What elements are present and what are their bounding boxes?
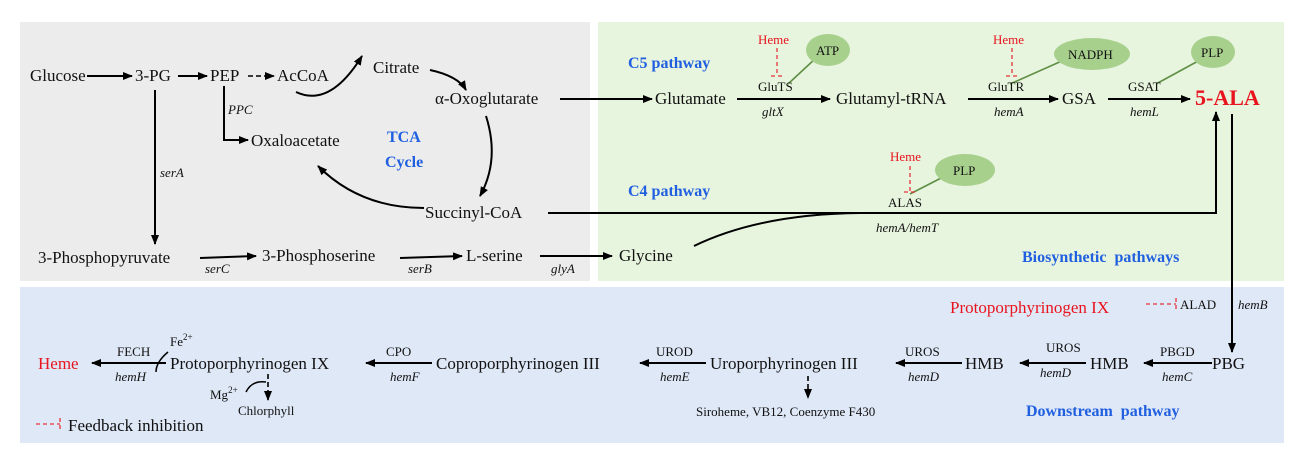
gsat-enzyme: GSAT <box>1128 79 1161 94</box>
c5-labels: C5 pathway Glutamate GluTS gltX Heme ATP… <box>628 32 1260 119</box>
nadph-cofactor <box>1054 38 1130 70</box>
cycle-label: Cycle <box>385 154 423 171</box>
siroheme-products: Siroheme, VB12, Coenzyme F430 <box>696 404 875 419</box>
3-phosphoserine: 3-Phosphoserine <box>262 246 375 265</box>
serb-gene: serB <box>408 261 432 276</box>
c5-pathway-label: C5 pathway <box>628 55 710 72</box>
hemh-gene: hemH <box>115 369 147 384</box>
glutamate: Glutamate <box>655 89 726 108</box>
pbg: PBG <box>1212 354 1245 373</box>
gluts-enzyme: GluTS <box>758 79 793 94</box>
heme-inhibitor: Heme <box>890 149 921 164</box>
plp-label: PLP <box>1201 45 1223 60</box>
uros-enzyme: UROS <box>905 344 940 359</box>
uros-enzyme: UROS <box>1046 340 1081 355</box>
cpo-enzyme: CPO <box>386 344 411 359</box>
hema-gene: hemA <box>994 104 1024 119</box>
central-labels: Glucose 3-PG PEP AcCoA Citrate α-Oxoglut… <box>30 58 673 276</box>
heml-gene: hemL <box>1130 104 1159 119</box>
hmb: HMB <box>965 354 1004 373</box>
c4-pathway-label: C4 pathway <box>628 183 710 200</box>
gltx-gene: gltX <box>762 104 785 119</box>
nadph-label: NADPH <box>1068 47 1113 62</box>
gsa: GSA <box>1062 89 1097 108</box>
heme-inhibitor: Heme <box>993 32 1024 47</box>
heme-gene: hemE <box>660 369 690 384</box>
coproporphyrinogen-iii: Coproporphyrinogen III <box>436 354 600 373</box>
hemf-gene: hemF <box>390 369 421 384</box>
chlorophyll: Chlorphyll <box>238 403 295 418</box>
accoa: AcCoA <box>277 66 330 85</box>
citrate: Citrate <box>373 58 419 77</box>
pbgd-enzyme: PBGD <box>1160 344 1195 359</box>
glucose: Glucose <box>30 66 86 85</box>
l-serine: L-serine <box>466 246 523 265</box>
glya-gene: glyA <box>551 261 575 276</box>
glutr-enzyme: GluTR <box>988 79 1024 94</box>
legend-feedback-inhibition: Feedback inhibition <box>68 416 204 435</box>
ppc-gene: PPC <box>227 102 253 117</box>
pep: PEP <box>210 66 239 85</box>
protoporphyrinogen-ix: Protoporphyrinogen IX <box>170 354 329 373</box>
downstream-pathway-label: Downstream pathway <box>1026 403 1179 420</box>
hemc-gene: hemC <box>1162 369 1193 384</box>
3-pg: 3-PG <box>135 66 171 85</box>
heme-product: Heme <box>38 354 79 373</box>
mg-ion: Mg2+ <box>210 385 238 402</box>
hemd-gene: hemD <box>908 369 940 384</box>
upstream-panel <box>20 22 590 281</box>
oxaloacetate: Oxaloacetate <box>251 131 340 150</box>
alas-enzyme: ALAS <box>888 195 922 210</box>
plp-cofactor-c4 <box>935 154 995 186</box>
hemd-gene: hemD <box>1040 365 1072 380</box>
sera-gene: serA <box>160 165 184 180</box>
urod-enzyme: UROD <box>656 344 693 359</box>
glutamyl-trna: Glutamyl-tRNA <box>836 89 947 108</box>
heme-inhibitor: Heme <box>758 32 789 47</box>
atp-label: ATP <box>816 43 839 58</box>
protoporphyrinogen-inhibitor: Protoporphyrinogen IX <box>950 298 1109 317</box>
tca-label: TCA <box>387 129 421 146</box>
downstream-arrows <box>91 351 1212 401</box>
cofactors <box>36 34 1235 430</box>
uroporphyrinogen-iii: Uroporphyrinogen III <box>710 354 858 373</box>
serc-gene: serC <box>205 261 230 276</box>
downstream-labels: Protoporphyrinogen IX ALAD hemB Heme FEC… <box>38 297 1268 435</box>
hemb-gene: hemB <box>1238 297 1268 312</box>
hmb: HMB <box>1090 354 1129 373</box>
hema-hemt-gene: hemA/hemT <box>876 220 939 235</box>
atp-cofactor <box>806 34 850 66</box>
c4-labels: C4 pathway Heme PLP ALAS hemA/hemT Biosy… <box>628 149 1179 266</box>
plp-cofactor <box>1191 36 1235 68</box>
succinyl-coa: Succinyl-CoA <box>425 203 523 222</box>
glycine: Glycine <box>619 246 673 265</box>
3-phosphopyruvate: 3-Phosphopyruvate <box>38 248 170 267</box>
biosynthetic-pathways-label: Biosynthetic pathways <box>1022 249 1179 266</box>
oxoglutarate: α-Oxoglutarate <box>435 89 538 108</box>
downstream-panel <box>20 287 1284 443</box>
alad-enzyme: ALAD <box>1180 297 1216 312</box>
5-ala: 5-ALA <box>1195 85 1260 110</box>
fech-enzyme: FECH <box>117 344 150 359</box>
plp-label: PLP <box>953 163 975 178</box>
fe-ion: Fe2+ <box>170 332 193 349</box>
central-arrows <box>87 55 1236 353</box>
